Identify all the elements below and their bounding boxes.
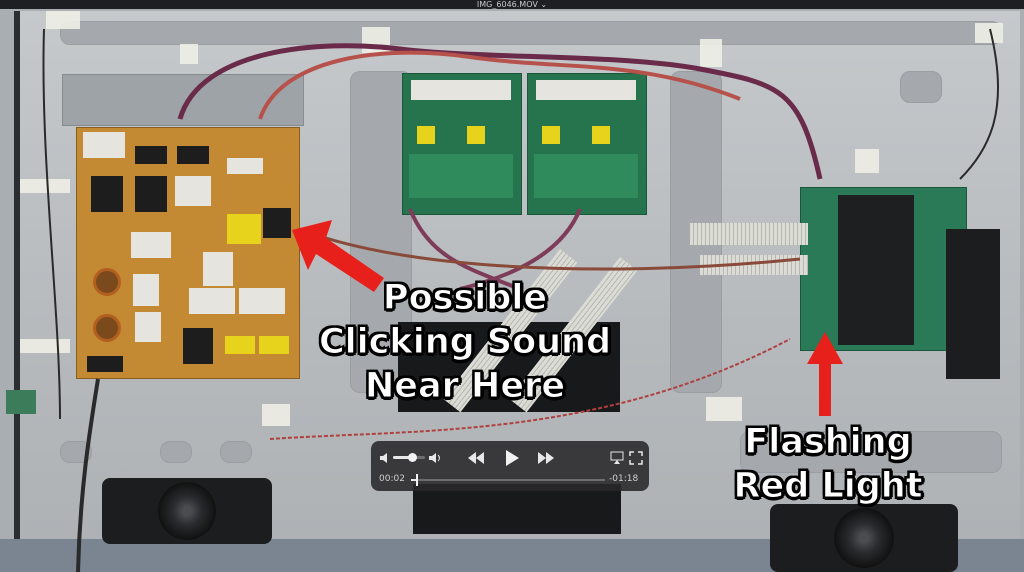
tcon-board-lower bbox=[413, 484, 621, 534]
inductor bbox=[93, 314, 121, 342]
led-driver-board-right bbox=[527, 73, 647, 215]
progress-track[interactable] bbox=[411, 474, 605, 486]
video-frame bbox=[0, 9, 1024, 572]
component bbox=[536, 80, 636, 100]
component bbox=[417, 126, 435, 144]
progress-fill bbox=[411, 479, 416, 481]
component bbox=[259, 336, 289, 354]
component bbox=[175, 176, 211, 206]
component bbox=[135, 146, 167, 164]
annotation-line: Near Here bbox=[364, 366, 566, 407]
speaker-cone bbox=[158, 482, 216, 540]
title-chevron-icon[interactable]: ⌄ bbox=[540, 0, 548, 9]
volume-high-icon[interactable] bbox=[428, 451, 442, 465]
transformer bbox=[227, 214, 261, 244]
tape bbox=[180, 44, 198, 64]
tape bbox=[706, 397, 742, 421]
component bbox=[183, 328, 213, 364]
panel-bump bbox=[160, 441, 192, 463]
volume-level bbox=[393, 456, 413, 459]
component bbox=[409, 154, 513, 198]
component bbox=[592, 126, 610, 144]
speaker-left bbox=[102, 478, 272, 544]
video-player-controls: 00:02 -01:18 bbox=[371, 441, 649, 491]
component bbox=[177, 146, 209, 164]
tape bbox=[975, 23, 1003, 43]
component bbox=[131, 232, 171, 258]
component bbox=[411, 80, 511, 100]
remaining-time: -01:18 bbox=[609, 474, 639, 484]
component bbox=[542, 126, 560, 144]
component bbox=[135, 176, 167, 212]
playhead[interactable] bbox=[415, 474, 418, 486]
tape bbox=[46, 11, 80, 29]
component bbox=[135, 312, 161, 342]
component bbox=[263, 208, 291, 238]
arrow-to-main-board bbox=[807, 332, 843, 416]
component bbox=[133, 274, 159, 306]
speaker-right bbox=[770, 504, 958, 572]
power-connector bbox=[87, 356, 123, 372]
fullscreen-icon[interactable] bbox=[629, 451, 643, 465]
main-board-shield bbox=[838, 195, 914, 345]
small-board bbox=[6, 390, 36, 414]
wiring bbox=[42, 28, 1000, 572]
panel-ridge bbox=[60, 21, 1002, 45]
window-title: IMG_6046.MOV bbox=[476, 0, 538, 9]
airplay-icon[interactable] bbox=[610, 451, 624, 465]
power-supply-board bbox=[76, 127, 300, 379]
component bbox=[83, 132, 125, 158]
annotation-line: Flashing bbox=[744, 422, 912, 463]
arrow-to-power-supply bbox=[292, 220, 384, 292]
component bbox=[239, 288, 285, 314]
window-title-bar: IMG_6046.MOV ⌄ bbox=[0, 0, 1024, 9]
arrow-head bbox=[292, 220, 384, 292]
annotation-line: Clicking Sound bbox=[319, 322, 612, 363]
component bbox=[227, 158, 263, 174]
tape bbox=[855, 149, 879, 173]
play-icon[interactable] bbox=[504, 449, 520, 467]
annotation-line: Possible bbox=[382, 278, 548, 319]
annotation-clicking-sound: Possible Clicking Sound Near Here bbox=[300, 276, 630, 408]
tape bbox=[700, 39, 722, 67]
panel-bump bbox=[60, 441, 92, 463]
volume-slider[interactable] bbox=[393, 453, 425, 462]
component bbox=[225, 336, 255, 354]
rewind-icon[interactable] bbox=[467, 451, 485, 465]
panel-bump bbox=[900, 71, 942, 103]
component bbox=[189, 288, 235, 314]
led-driver-board-left bbox=[402, 73, 522, 215]
volume-low-icon[interactable] bbox=[379, 452, 391, 464]
component bbox=[467, 126, 485, 144]
current-time: 00:02 bbox=[379, 474, 405, 484]
panel-bump bbox=[220, 441, 252, 463]
arrow-head bbox=[807, 332, 843, 416]
component bbox=[534, 154, 638, 198]
annotation-line: Red Light bbox=[733, 466, 923, 507]
fast-forward-icon[interactable] bbox=[537, 451, 555, 465]
speaker-cone bbox=[834, 508, 894, 568]
annotation-flashing-light: Flashing Red Light bbox=[718, 420, 938, 508]
tape bbox=[20, 179, 70, 193]
inductor bbox=[93, 268, 121, 296]
component bbox=[91, 176, 123, 212]
volume-knob[interactable] bbox=[408, 453, 418, 462]
panel-ridge bbox=[740, 431, 1002, 473]
tape bbox=[262, 404, 290, 426]
io-connectors bbox=[946, 229, 1000, 379]
component bbox=[203, 252, 233, 286]
ribbon-cable bbox=[690, 223, 808, 245]
